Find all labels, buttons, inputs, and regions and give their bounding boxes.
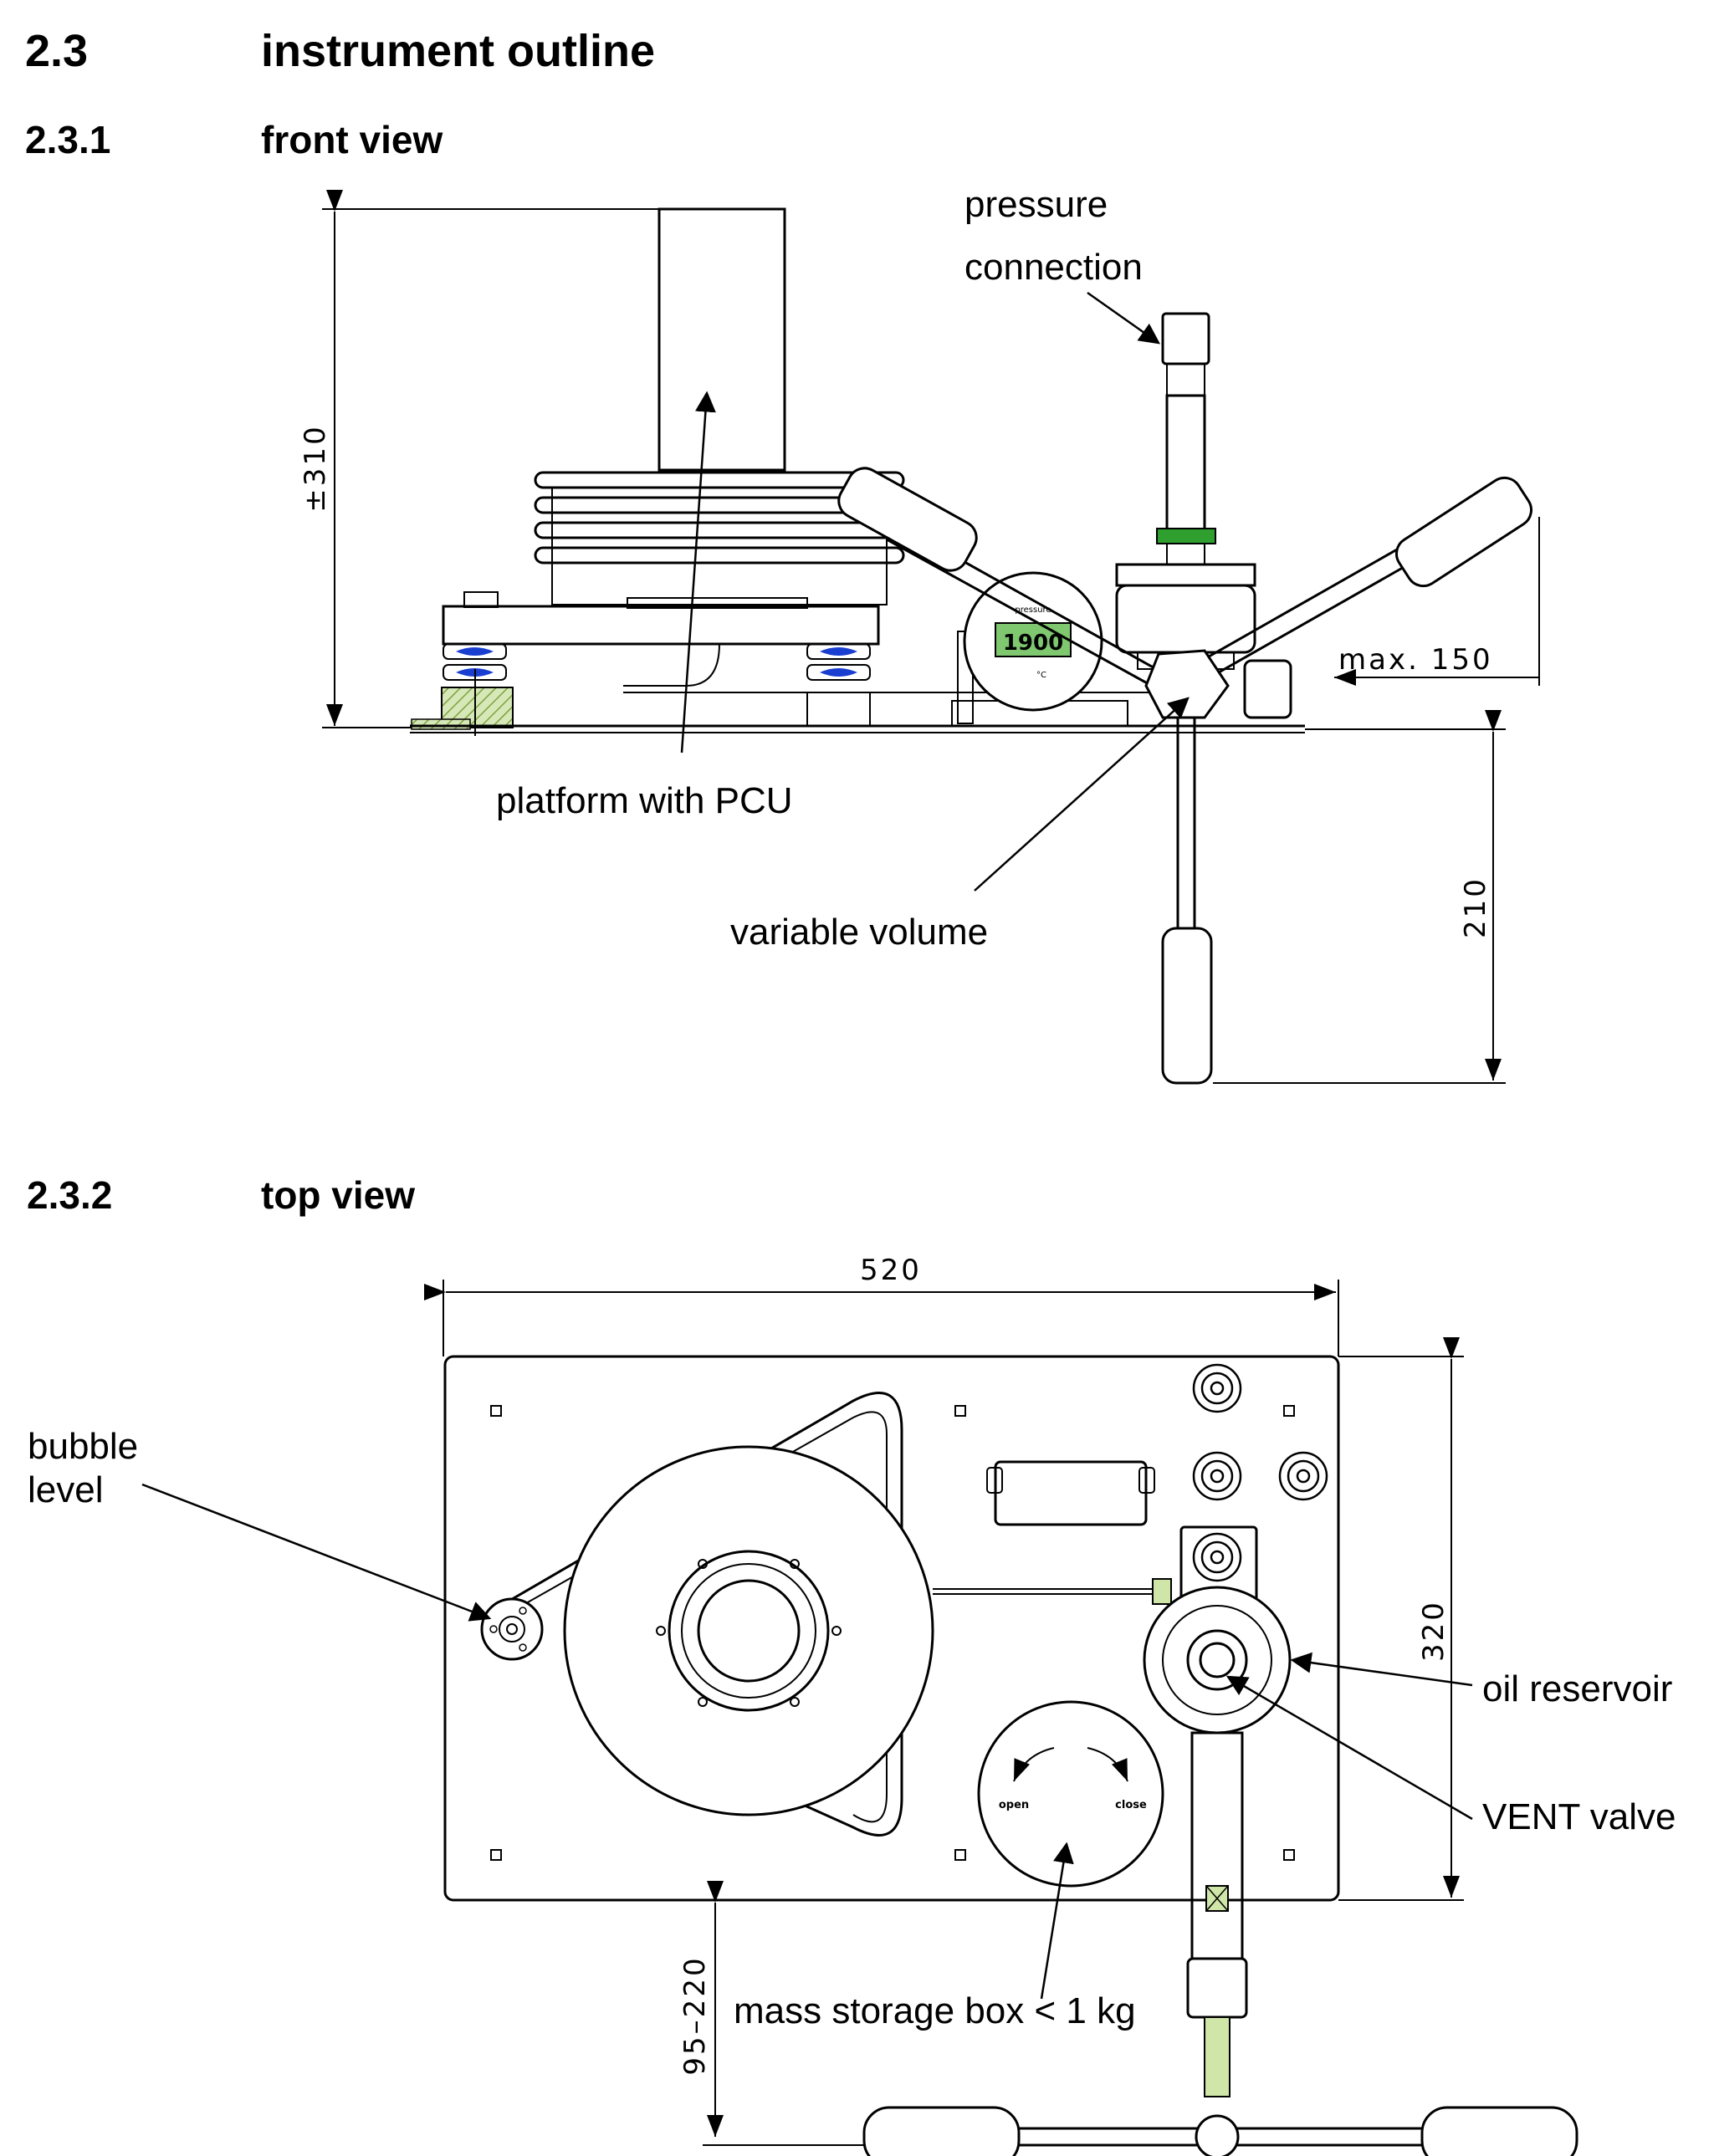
display-brand: pressure [1015,605,1051,615]
label-pressure-line2: connection [964,247,1143,288]
label-pressure-line1: pressure [964,184,1108,225]
label-bubble-line2: level [28,1469,104,1510]
t-handle-left [862,2106,1021,2156]
section-number: 2.3 [25,26,89,76]
knob-close-label: close [1115,1799,1147,1811]
label-bubble-line1: bubble [28,1426,139,1467]
front-view-drawing: 1900 pressure °C ±310 210 max. 150 [299,190,1540,1085]
dim-depth: 320 [1417,1600,1451,1662]
display-reading: 1900 [1003,631,1063,656]
weight-cylinder [657,207,786,472]
front-view-title: front view [261,118,443,161]
dim-lever-drop: 210 [1459,876,1492,938]
top-view-number: 2.3.2 [27,1173,113,1217]
t-handle-right [1420,2106,1578,2156]
label-oil-reservoir: oil reservoir [1482,1668,1673,1709]
label-platform: platform with PCU [496,780,793,821]
display-unit: °C [1036,671,1046,680]
knob-open-label: open [999,1799,1029,1811]
label-vent-valve: VENT valve [1482,1796,1676,1837]
oil-reservoir [1143,1586,1292,1735]
base-plate [443,1355,1340,1902]
vent-valve [1199,1642,1236,1678]
front-view-number: 2.3.1 [25,118,111,161]
volume-hub [1144,649,1230,719]
dim-handle-offset: 95–220 [678,1955,712,2075]
platform-beam [442,605,880,646]
section-title: instrument outline [261,26,655,76]
dim-height: ±310 [299,424,332,512]
mass-disc [563,1445,934,1816]
label-variable-volume: variable volume [730,912,989,953]
mass-storage-box [977,1700,1164,1888]
dim-handle-reach: max. 150 [1338,643,1493,677]
handle-left [837,467,978,572]
handle-bottom [1161,927,1213,1085]
handle-right [1394,476,1533,588]
label-mass-storage: mass storage box < 1 kg [734,1990,1136,2031]
top-view-title: top view [261,1173,416,1217]
dim-width: 520 [860,1254,922,1287]
bubble-level [480,1597,544,1661]
